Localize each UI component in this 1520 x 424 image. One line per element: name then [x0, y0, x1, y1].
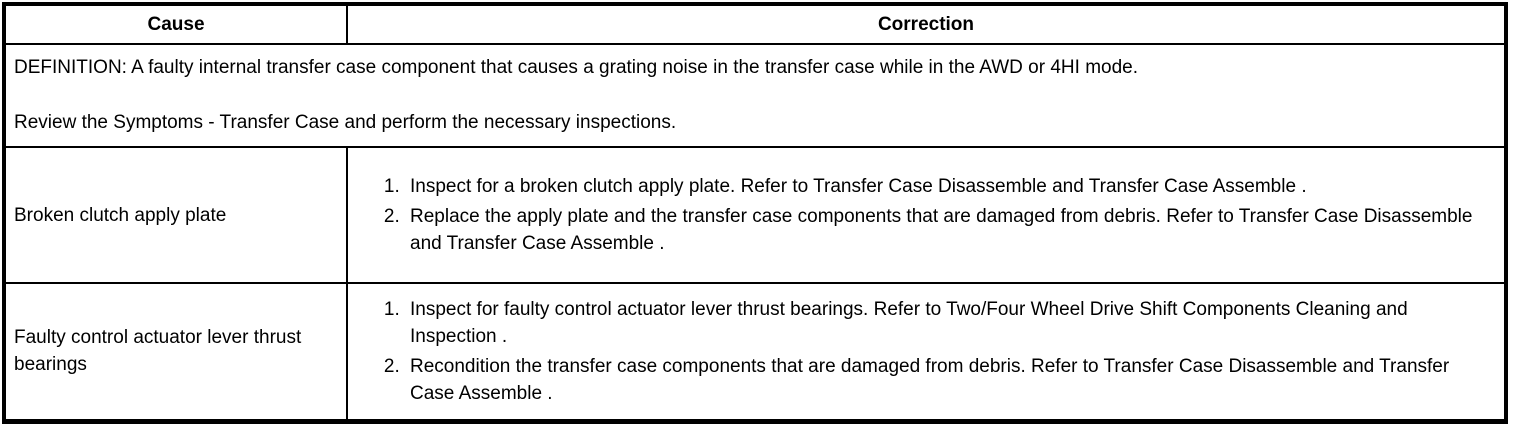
- definition-cell: DEFINITION: A faulty internal transfer c…: [3, 43, 1507, 148]
- table-header-row: Cause Correction: [3, 3, 1507, 45]
- correction-steps-list: Inspect for faulty control actuator leve…: [358, 296, 1494, 407]
- cause-cell-faulty-control-actuator-lever-thrust-bearings: Faulty control actuator lever thrust bea…: [3, 282, 348, 422]
- definition-row: DEFINITION: A faulty internal transfer c…: [3, 43, 1507, 148]
- cause-cell-broken-clutch-apply-plate: Broken clutch apply plate: [3, 146, 348, 284]
- review-symptoms-text: Review the Symptoms - Transfer Case and …: [14, 112, 677, 133]
- table-row: Faulty control actuator lever thrust bea…: [3, 282, 1507, 422]
- cause-column-header: Cause: [3, 3, 348, 45]
- table-row: Broken clutch apply plate Inspect for a …: [3, 146, 1507, 284]
- definition-text: DEFINITION: A faulty internal transfer c…: [14, 57, 1138, 78]
- correction-column-header: Correction: [346, 3, 1507, 45]
- correction-step: Inspect for a broken clutch apply plate.…: [405, 173, 1494, 200]
- correction-step: Replace the apply plate and the transfer…: [405, 203, 1494, 257]
- correction-steps-list: Inspect for a broken clutch apply plate.…: [358, 173, 1494, 257]
- correction-step: Inspect for faulty control actuator leve…: [405, 296, 1494, 350]
- correction-cell: Inspect for a broken clutch apply plate.…: [346, 146, 1507, 284]
- correction-cell: Inspect for faulty control actuator leve…: [346, 282, 1507, 422]
- correction-step: Recondition the transfer case components…: [405, 353, 1494, 407]
